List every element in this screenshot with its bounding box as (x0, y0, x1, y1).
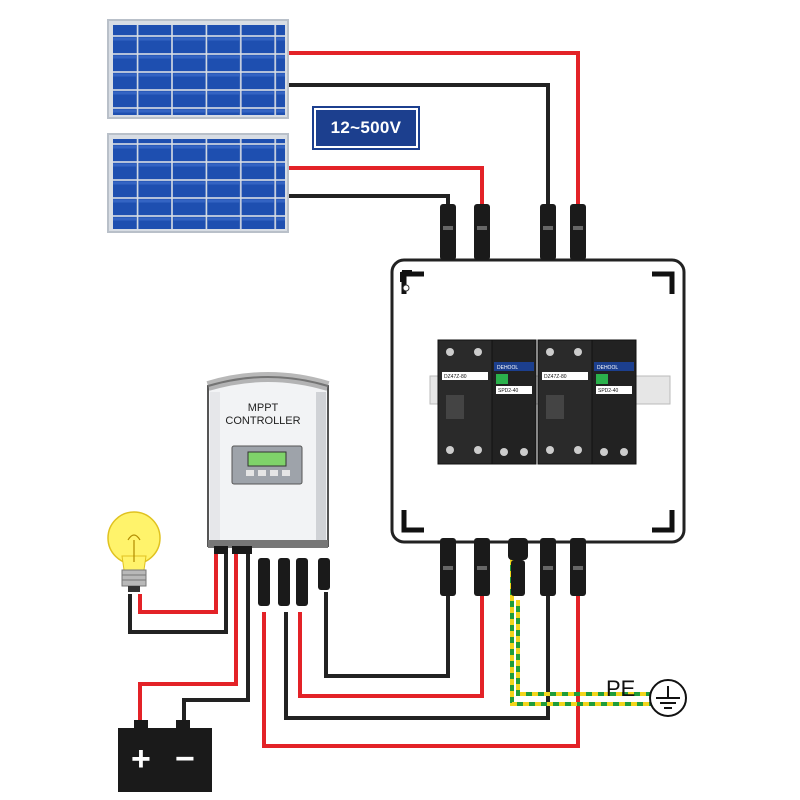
mc4-connectors-top (440, 204, 586, 260)
mc4-connector-icon (540, 538, 556, 596)
solar-panel-bottom (107, 133, 289, 233)
spd-1-brand: DEHOOL (497, 365, 518, 371)
voltage-range-badge: 12~500V (312, 106, 420, 150)
spd-1-model: SPD2-40 (498, 388, 519, 394)
breaker-1: DZ47Z-80 (437, 339, 493, 465)
spd-2-model: SPD2-40 (598, 388, 619, 394)
mc4-connector-icon (440, 204, 456, 260)
spd-2-brand: DEHOOL (597, 365, 618, 371)
mppt-controller-label: MPPT CONTROLLER (212, 402, 314, 428)
ground-symbol-icon (649, 679, 687, 717)
breaker-2-model: DZ47Z-80 (544, 374, 567, 380)
mc4-connector-icon (570, 538, 586, 596)
solar-panel-top (107, 19, 289, 119)
battery-icon (118, 720, 212, 792)
breaker-1-model: DZ47Z-80 (444, 374, 467, 380)
mppt-label-line1: MPPT (247, 402, 279, 414)
mc4-connector-icon (474, 538, 490, 596)
controller-connectors (214, 546, 330, 606)
gland-icon (508, 538, 528, 596)
wire-panel1-positive (288, 51, 580, 215)
mc4-connector-icon (570, 204, 586, 260)
mppt-controller (206, 372, 330, 548)
ground-label: PE (606, 676, 636, 701)
breaker-2: DZ47Z-80 (537, 339, 593, 465)
mc4-connector-icon (440, 538, 456, 596)
battery-minus-sign: − (175, 740, 195, 778)
light-bulb-icon (107, 511, 161, 592)
battery-plus-sign: + (131, 740, 151, 778)
wire-panel2-positive (288, 166, 484, 215)
mc4-connector-icon (474, 204, 490, 260)
surge-protector-1: DEHOOL SPD2-40 (491, 339, 537, 465)
surge-protector-2: DEHOOL SPD2-40 (591, 339, 637, 465)
mc4-connector-icon (540, 204, 556, 260)
wire-panel2-negative (288, 194, 450, 215)
mc4-connectors-bottom (440, 538, 586, 596)
mppt-label-line2: CONTROLLER (225, 415, 301, 427)
wire-panel1-negative (288, 83, 550, 215)
